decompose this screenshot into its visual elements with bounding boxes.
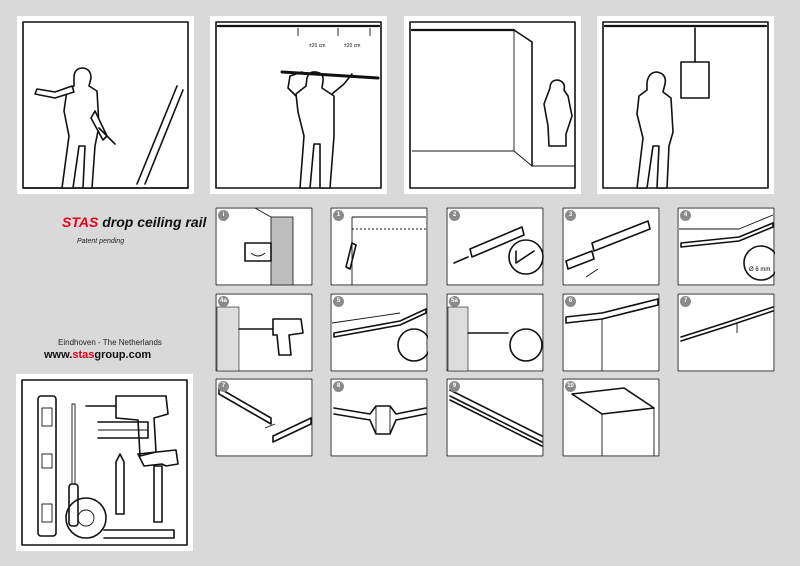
brand-rest: drop ceiling rail xyxy=(98,214,207,230)
step-badge: 3 xyxy=(565,210,576,221)
website-link[interactable]: www.stasgroup.com xyxy=(44,349,151,361)
step-badge: 1 xyxy=(333,210,344,221)
step-badge: i xyxy=(218,210,229,221)
step-badge: 5a xyxy=(449,296,460,307)
step-panel-9: 9 xyxy=(446,378,544,457)
step-panel-3: 3 xyxy=(562,207,660,286)
step-badge: 6 xyxy=(565,296,576,307)
dimension-label-a: ±20 cm xyxy=(309,43,326,49)
step-panel-2: 2 xyxy=(446,207,544,286)
patent-text: Patent pending xyxy=(77,238,125,245)
step-badge: 8 xyxy=(333,381,344,392)
panel-tools xyxy=(16,374,193,551)
brand-prefix: STAS xyxy=(62,214,99,230)
step-panel-7-b: 7 xyxy=(215,378,313,457)
step-panel-4a: 4a xyxy=(215,293,313,372)
step-panel-4: 4 Ø 6 mm xyxy=(677,207,775,286)
step-badge: 9 xyxy=(449,381,460,392)
step-badge: 7 xyxy=(218,381,229,392)
panel-hanging-panel xyxy=(597,16,774,194)
step-panel-8: 8 xyxy=(330,378,428,457)
step-panel-5a: 5a xyxy=(446,293,544,372)
step-badge: 7 xyxy=(680,296,691,307)
step-panel-6: 6 xyxy=(562,293,660,372)
dimension-label-b: ±20 cm xyxy=(344,43,361,49)
brand-title: STAS drop ceiling rail xyxy=(62,214,206,230)
url-suffix: group.com xyxy=(94,349,152,361)
url-prefix: www. xyxy=(44,349,73,361)
step-panel-1: 1 xyxy=(330,207,428,286)
step-badge: 4 xyxy=(680,210,691,221)
url-brand: stas xyxy=(72,349,95,361)
step-panel-i: i xyxy=(215,207,313,286)
panel-mark-wall xyxy=(17,16,194,194)
panel-corner xyxy=(404,16,581,194)
panel-spacing: ±20 cm ±20 cm xyxy=(210,16,387,194)
step-badge: 4a xyxy=(218,296,229,307)
step-badge: 5 xyxy=(333,296,344,307)
step-panel-10: 10 xyxy=(562,378,660,457)
step-badge: 10 xyxy=(565,381,576,392)
drill-size-label: Ø 6 mm xyxy=(749,267,771,273)
step-panel-5: 5 xyxy=(330,293,428,372)
location-text: Eindhoven - The Netherlands xyxy=(58,338,162,347)
step-panel-7: 7 xyxy=(677,293,775,372)
step-badge: 2 xyxy=(449,210,460,221)
